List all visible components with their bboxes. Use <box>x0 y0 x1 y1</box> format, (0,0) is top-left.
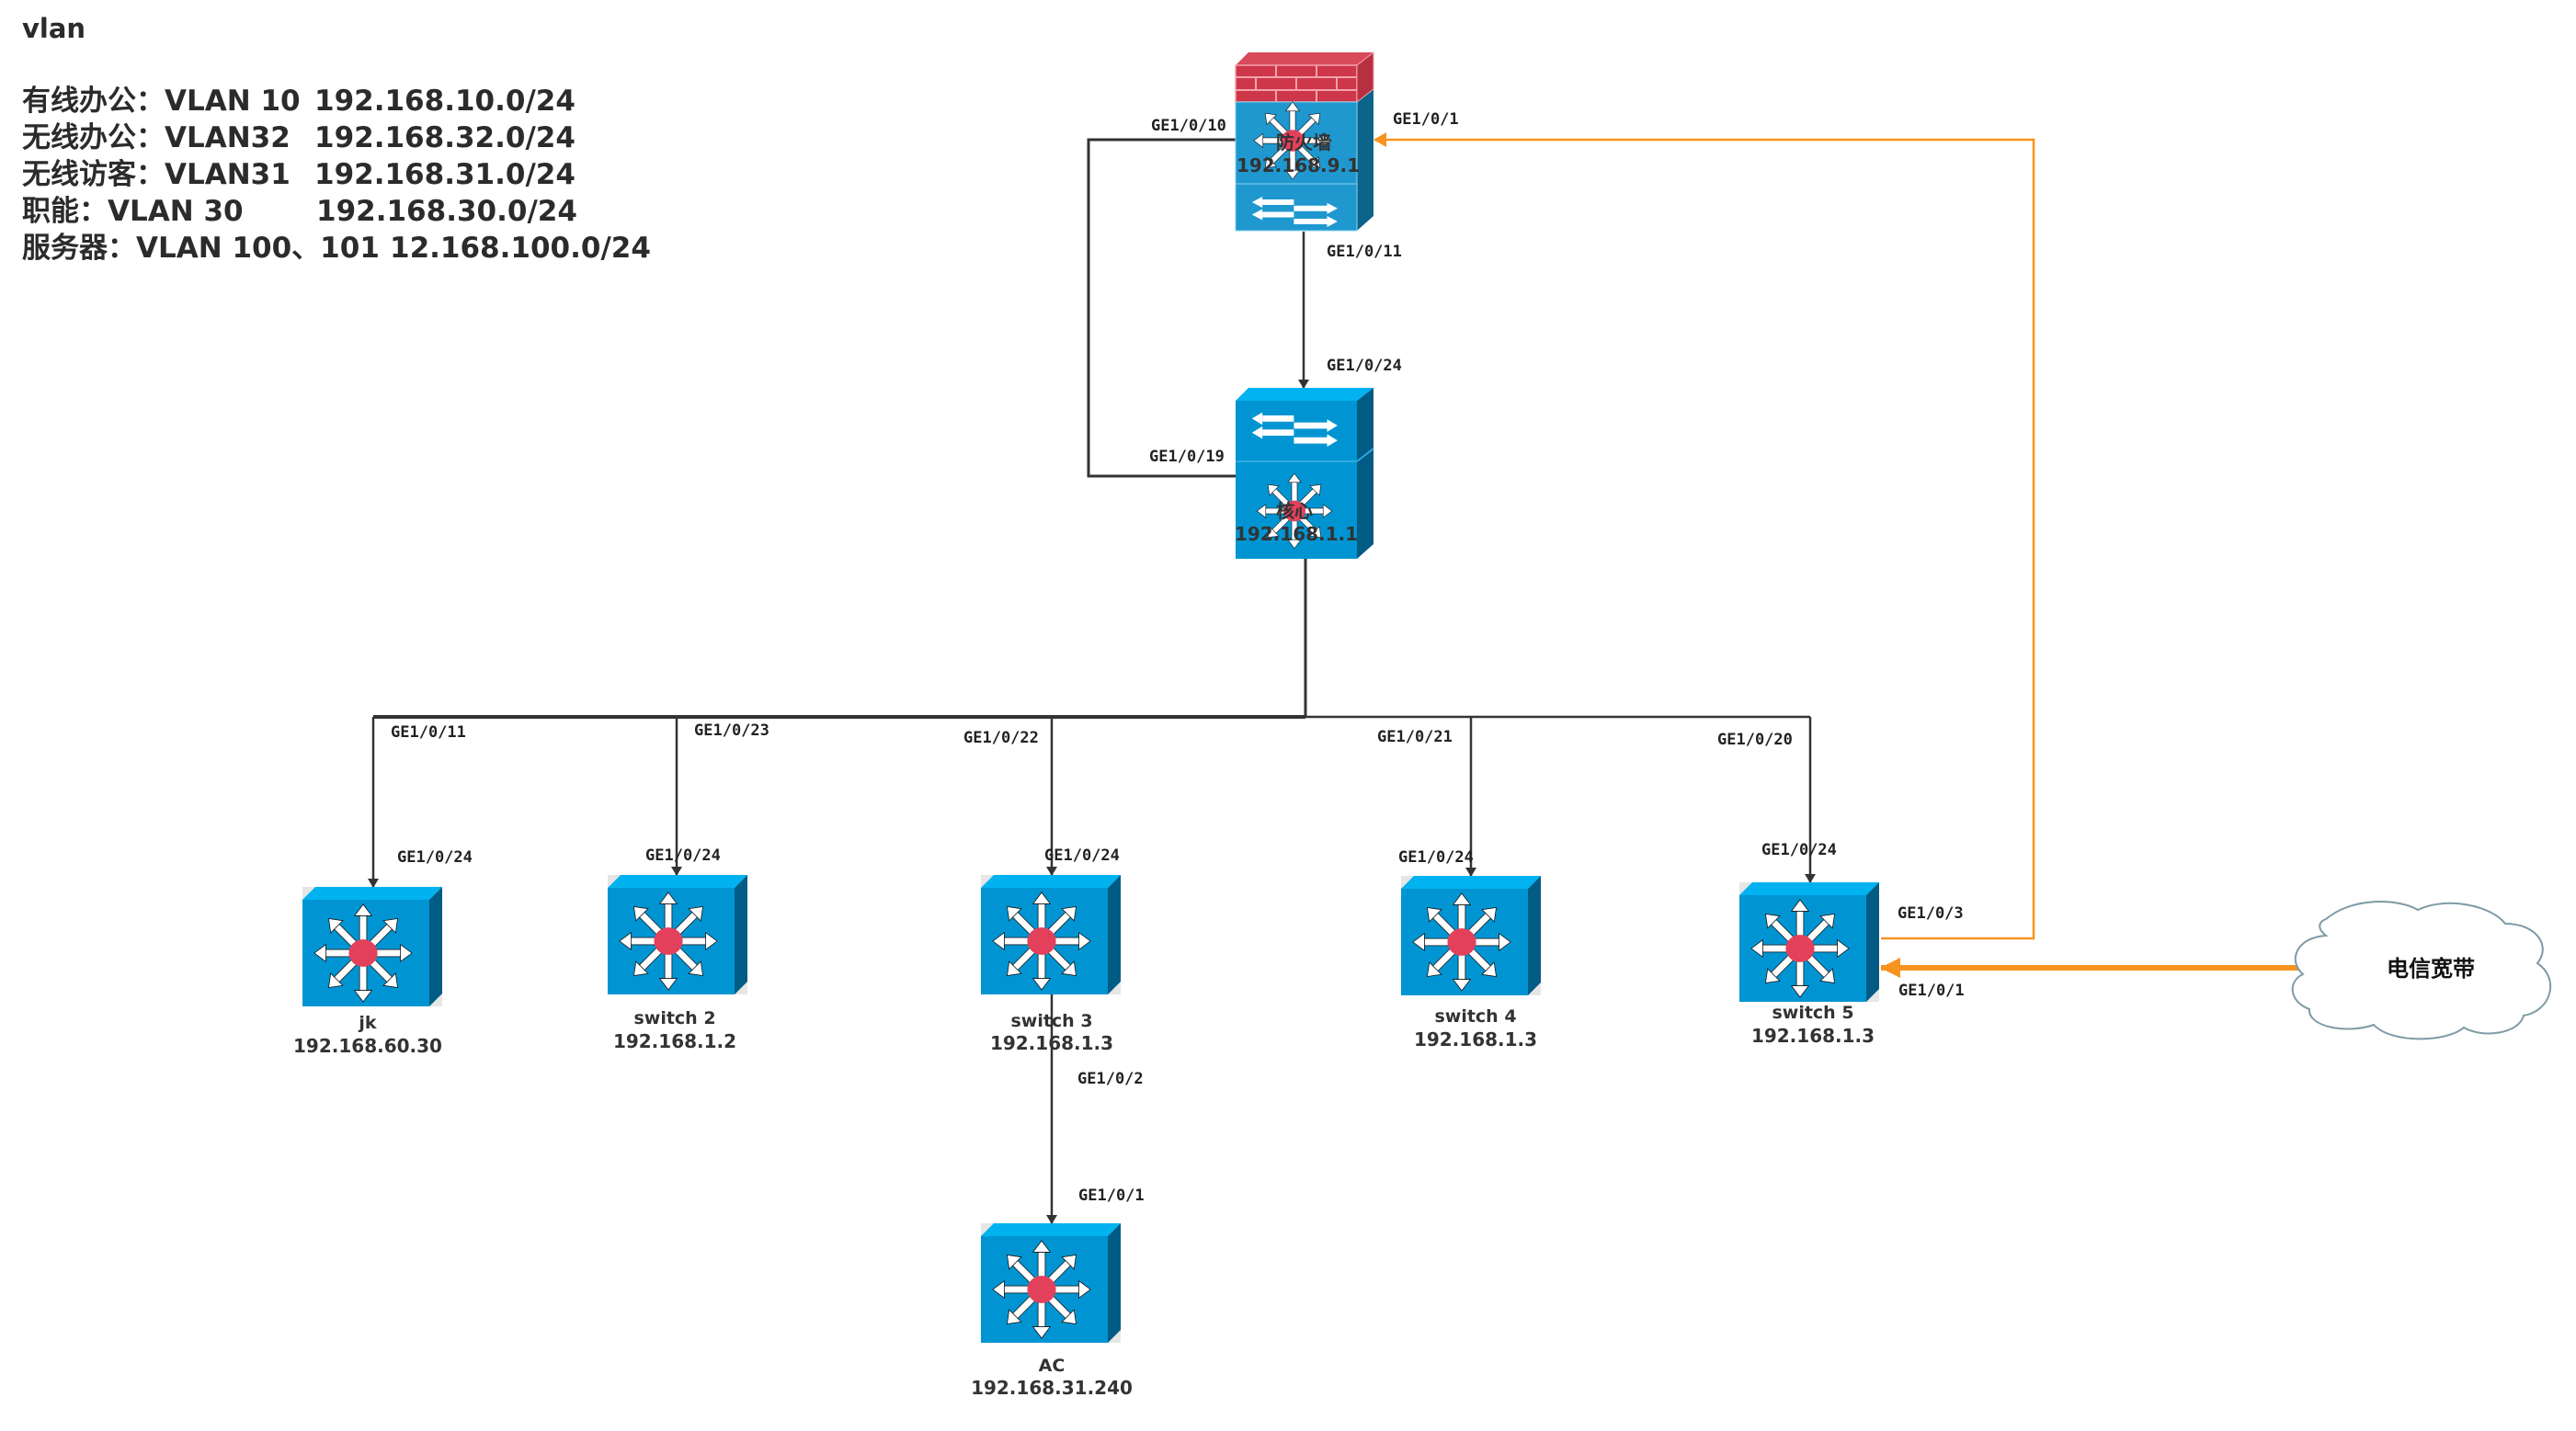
port-label: GE1/0/19 <box>1149 448 1225 466</box>
port-label: GE1/0/1 <box>1078 1187 1145 1205</box>
switch4-ip: 192.168.1.3 <box>1414 1028 1537 1051</box>
link-switch5-firewall-wan <box>1373 132 2035 940</box>
legend-row: 服务器：VLAN 100、101 12.168.100.0/24 <box>22 230 651 267</box>
port-label: GE1/0/24 <box>645 846 721 865</box>
switch2-name: switch 2 <box>633 1008 715 1028</box>
legend-row: 职能：VLAN 30 192.168.30.0/24 <box>22 193 651 230</box>
legend-row-subnet: 192.168.31.0/24 <box>314 158 576 191</box>
ac-device[interactable] <box>981 1223 1121 1343</box>
switch2-device[interactable] <box>608 875 747 994</box>
firewall-ip: 192.168.9.1 <box>1237 154 1360 176</box>
port-label: GE1/0/1 <box>1898 982 1965 1000</box>
port-label: GE1/0/3 <box>1898 904 1964 923</box>
firewall-device[interactable] <box>1235 51 1374 232</box>
port-label: GE1/0/24 <box>1398 848 1474 867</box>
ac-name: AC <box>1039 1356 1066 1376</box>
port-label: GE1/0/10 <box>1151 117 1226 135</box>
core-name: 核心 <box>1276 500 1313 522</box>
port-label: GE1/0/20 <box>1717 731 1793 749</box>
links <box>368 132 2309 1224</box>
port-label: GE1/0/24 <box>397 848 473 867</box>
switch4-name: switch 4 <box>1434 1006 1516 1027</box>
legend-row-subnet: 12.168.100.0/24 <box>390 232 651 265</box>
port-label: GE1/0/24 <box>1044 846 1120 865</box>
port-label: GE1/0/21 <box>1377 728 1453 746</box>
firewall-label: 防火墙 192.168.9.1 <box>1237 131 1360 176</box>
switch4-device[interactable] <box>1401 876 1541 995</box>
switch5-ip: 192.168.1.3 <box>1751 1025 1875 1047</box>
legend-row-subnet: 192.168.32.0/24 <box>314 121 576 154</box>
switch5-name: switch 5 <box>1772 1003 1853 1023</box>
link-firewall-core-loop <box>1087 138 1236 478</box>
port-label: GE1/0/22 <box>963 729 1039 747</box>
port-labels: GE1/0/10 GE1/0/1 GE1/0/11 GE1/0/24 GE1/0… <box>391 110 1965 1205</box>
legend-row-name: 有线办公：VLAN 10 <box>22 85 301 118</box>
switch3-ip: 192.168.1.3 <box>990 1032 1113 1054</box>
port-label: GE1/0/2 <box>1077 1070 1144 1088</box>
ac-ip: 192.168.31.240 <box>971 1377 1133 1399</box>
legend-row-name: 职能：VLAN 30 <box>22 195 244 228</box>
legend-title: vlan <box>22 13 86 44</box>
isp-cloud-label: 电信宽带 <box>2387 956 2475 982</box>
cloud-icon <box>2291 901 2552 1040</box>
switch2-ip: 192.168.1.2 <box>613 1030 736 1052</box>
firewall-name: 防火墙 <box>1276 131 1331 153</box>
port-label: GE1/0/24 <box>1761 841 1837 859</box>
switch3-name: switch 3 <box>1010 1011 1092 1031</box>
core-ip: 192.168.1.1 <box>1235 523 1358 545</box>
port-label: GE1/0/23 <box>694 721 769 740</box>
legend-row: 有线办公：VLAN 10 192.168.10.0/24 <box>22 83 651 119</box>
legend-row-subnet: 192.168.10.0/24 <box>314 85 576 118</box>
legend-row-name: 服务器：VLAN 100、101 <box>22 232 380 265</box>
switch5-device[interactable] <box>1739 882 1879 1002</box>
legend-row-name: 无线访客：VLAN31 <box>22 158 291 191</box>
legend-row-subnet: 192.168.30.0/24 <box>316 195 577 228</box>
vlan-legend: vlan 有线办公：VLAN 10 192.168.10.0/24 无线办公：VL… <box>22 13 651 267</box>
jk-ip: 192.168.60.30 <box>293 1035 442 1057</box>
legend-row-name: 无线办公：VLAN32 <box>22 121 291 154</box>
switch3-device[interactable] <box>981 875 1121 994</box>
isp-cloud[interactable]: 电信宽带 <box>2291 901 2552 1040</box>
jk-switch-device[interactable] <box>302 887 442 1006</box>
port-label: GE1/0/1 <box>1393 110 1459 129</box>
core-label: 核心 192.168.1.1 <box>1235 500 1358 545</box>
legend-row: 无线访客：VLAN31 192.168.31.0/24 <box>22 156 651 193</box>
port-label: GE1/0/11 <box>391 723 466 742</box>
jk-name: jk <box>358 1013 377 1033</box>
port-label: GE1/0/11 <box>1327 243 1402 261</box>
legend-row: 无线办公：VLAN32 192.168.32.0/24 <box>22 119 651 156</box>
core-switch-device[interactable] <box>1236 388 1374 559</box>
port-label: GE1/0/24 <box>1327 357 1402 375</box>
